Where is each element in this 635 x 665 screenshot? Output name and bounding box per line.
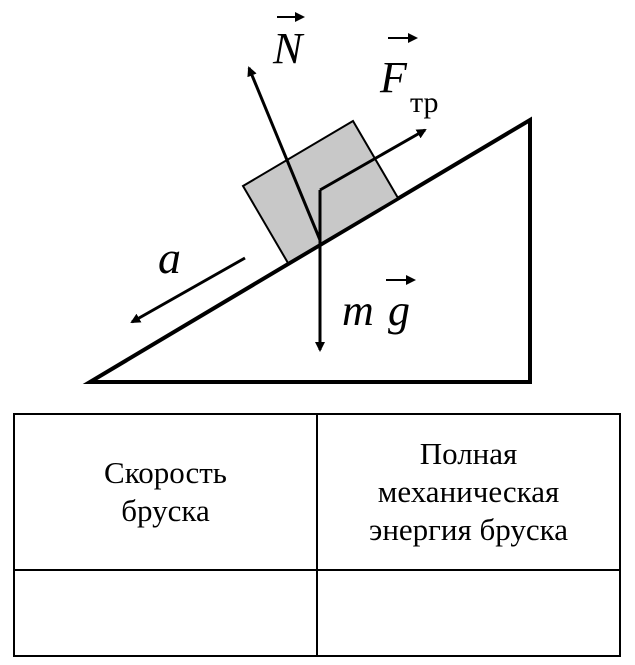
friction-force-label-text: F	[379, 53, 408, 102]
normal-force-label: N	[272, 12, 305, 73]
header-cell-speed: Скорость бруска	[13, 413, 318, 571]
header-cell-energy: Полная механическая энергия бруска	[316, 413, 621, 571]
gravity-label-g: g	[388, 286, 410, 335]
acceleration-label: a	[158, 232, 181, 283]
gravity-label: m g	[342, 275, 416, 335]
answer-cell-energy[interactable]	[316, 569, 621, 657]
table-header-row: Скорость бруска Полная механическая энер…	[13, 413, 621, 571]
table-answer-row	[13, 569, 621, 657]
friction-subscript: тр	[410, 86, 438, 119]
answer-cell-speed[interactable]	[13, 569, 318, 657]
friction-force-label: F тр	[379, 33, 438, 119]
answer-table: Скорость бруска Полная механическая энер…	[13, 413, 621, 657]
acceleration-vector	[130, 256, 246, 324]
header-speed-text: Скорость бруска	[104, 455, 227, 528]
normal-force-label-text: N	[272, 24, 305, 73]
header-energy-text: Полная механическая энергия бруска	[369, 436, 568, 547]
gravity-label-m: m	[342, 286, 374, 335]
friction-force-vector	[319, 128, 427, 192]
inclined-plane-diagram: N F тр a m g	[82, 12, 532, 384]
normal-force-vector	[247, 66, 322, 241]
